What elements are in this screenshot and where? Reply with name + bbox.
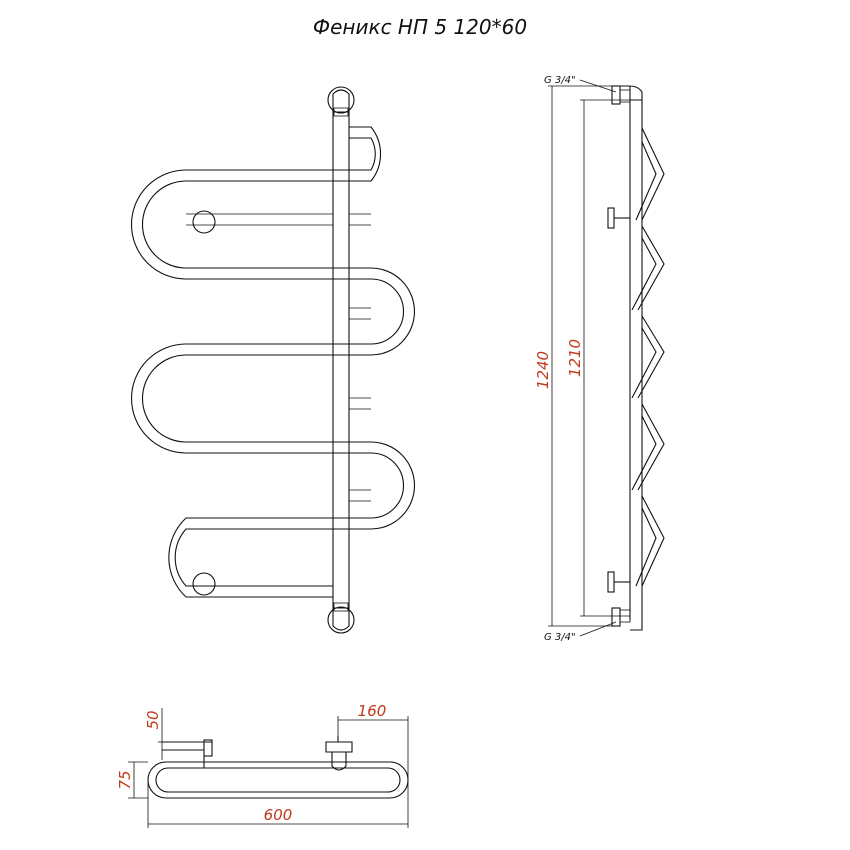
dimension-height-axis: 1210 [566, 99, 630, 617]
front-top-connector [327, 86, 355, 117]
top-wall-bracket [162, 739, 213, 768]
front-riser [332, 112, 350, 608]
side-top-fitting [611, 85, 643, 105]
side-bracket-top [607, 207, 630, 229]
side-riser [629, 100, 643, 620]
depth-body-label: 75 [116, 770, 134, 789]
dimension-offset: 160 [337, 702, 409, 780]
width-label: 600 [264, 806, 293, 824]
front-wall-bracket-top [192, 210, 216, 234]
depth-mount-label: 50 [144, 710, 162, 729]
front-view [130, 86, 415, 634]
top-oval-body [147, 761, 409, 799]
top-connector [325, 736, 353, 771]
front-bottom-connector [327, 602, 355, 634]
drawing-title: Феникс НП 5 120*60 [313, 15, 527, 39]
side-view: 1240 1210 G 3/4" G 3/4" [534, 75, 665, 643]
thread-callout-top: G 3/4" [544, 75, 617, 93]
side-bottom-fitting [611, 607, 643, 631]
dimension-height-total: 1240 [534, 85, 612, 627]
dimension-depth-mount: 50 [144, 708, 168, 760]
side-coil-zigzag [631, 127, 665, 587]
height-axis-label: 1210 [566, 339, 584, 377]
front-serpentine-coil [130, 126, 415, 598]
side-bracket-bottom [607, 571, 630, 593]
offset-label: 160 [358, 702, 387, 720]
thread-callout-bottom: G 3/4" [544, 621, 617, 643]
top-view: 50 75 160 600 [116, 702, 409, 828]
dimension-width: 600 [147, 782, 409, 828]
height-total-label: 1240 [534, 351, 552, 389]
thread-bottom-label: G 3/4" [544, 632, 576, 643]
front-wall-bracket-bottom [192, 572, 216, 596]
dimension-depth-body: 75 [116, 761, 148, 799]
thread-top-label: G 3/4" [544, 75, 576, 86]
